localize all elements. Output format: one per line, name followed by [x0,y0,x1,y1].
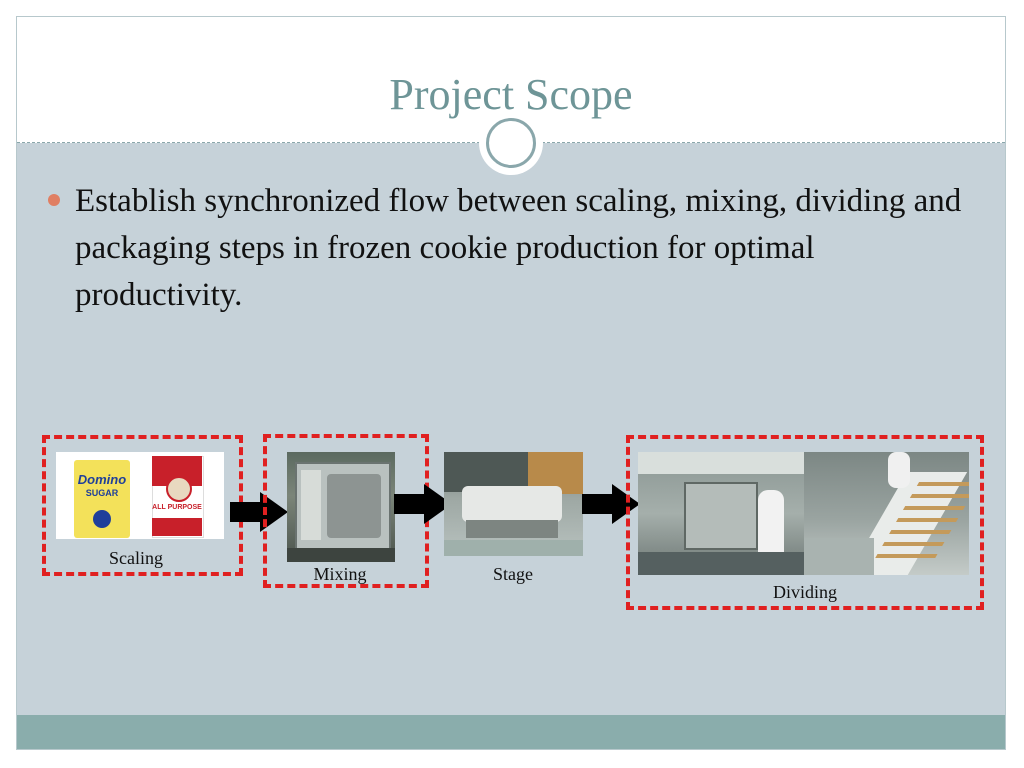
dividing-caption: Dividing [772,582,837,602]
sugar-bag-brand: Domino [77,472,127,487]
mixer-bowl [327,474,381,538]
ornament-ring-icon [486,118,536,168]
bullet-dot-icon [48,194,60,206]
mixer-panel [301,470,321,540]
dividing-worker [758,490,784,560]
mixing-photo [287,452,395,562]
dividing-photo-left [638,452,804,575]
stage-floor [444,540,583,556]
scaling-photo: Domino SUGAR ALL PURPOSE [56,452,224,539]
sugar-bag-badge-icon [93,510,111,528]
scaling-caption: Scaling [109,548,163,568]
mixer-base [287,548,395,562]
conveyor-floor [804,538,874,575]
conveyor-worker [888,452,910,488]
stage-bin-bases [466,520,558,538]
mixing-caption: Mixing [313,564,367,584]
stage-photo [444,452,583,556]
flour-bag-bottom [152,518,202,536]
arrow-right-icon [394,484,452,524]
slide-title: Project Scope [389,70,633,119]
arrow-right-icon [230,492,288,532]
stage-caption: Stage [493,564,533,584]
bullet-text: Establish synchronized flow between scal… [75,183,962,313]
dividing-ceiling-lights [638,452,804,474]
flour-bag-logo-icon [166,476,192,502]
dividing-photo-right [804,452,969,575]
dividing-machine [684,482,758,550]
stage-covered-bins [462,486,562,522]
dividing-box [626,435,984,610]
flour-bag-label: ALL PURPOSE [152,504,202,511]
sugar-bag-type: SUGAR [85,488,119,498]
dividing-floor [638,552,804,575]
footer-bar [17,715,1005,749]
